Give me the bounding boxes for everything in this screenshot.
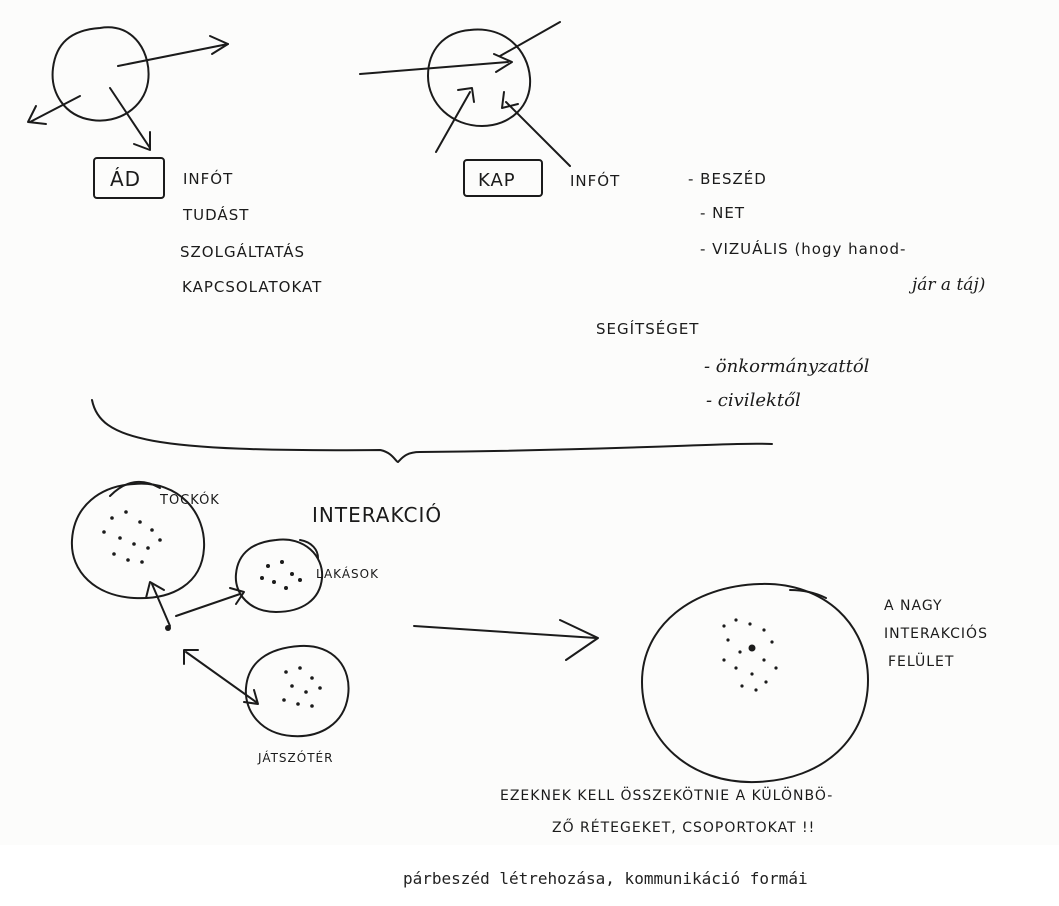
receive-help-source-2: - civilektől [706, 390, 801, 411]
receive-circle-diagram [359, 21, 571, 167]
group-label-3: JÁTSZÓTÉR [257, 750, 333, 765]
give-circle-diagram [27, 26, 229, 151]
group-label-2: LAKÁSOK [316, 566, 379, 581]
surface-label-3: FELÜLET [888, 652, 954, 670]
give-box-label: ÁD [110, 167, 141, 191]
receive-channel-3: - VIZUÁLIS (hogy hanod- [700, 239, 906, 258]
curly-brace [91, 399, 773, 463]
give-item-3: SZOLGÁLTATÁS [180, 242, 305, 261]
receive-box-label: KAP [478, 170, 516, 191]
hand-drawn-sketch: ÁD INFÓT TUDÁST SZOLGÁLTATÁS KAPCSOLATOK… [27, 21, 988, 836]
give-item-1: INFÓT [183, 169, 233, 188]
receive-box [463, 159, 543, 197]
receive-info-label: INFÓT [570, 171, 620, 190]
receive-help-source-1: - önkormányzattól [704, 356, 870, 377]
interaction-title: INTERAKCIÓ [312, 503, 442, 527]
give-box [93, 157, 165, 199]
give-item-4: KAPCSOLATOKAT [182, 278, 322, 296]
note-line-1: EZEKNEK KELL ÖSSZEKÖTNIE A KÜLÖNBÖ- [500, 786, 833, 804]
receive-channel-2: - NET [700, 204, 745, 222]
give-arrow-left [29, 95, 81, 123]
receive-help-label: SEGÍTSÉGET [596, 319, 699, 338]
receive-channel-3-cont: jár a táj) [908, 275, 985, 295]
group-circle-2 [234, 538, 324, 613]
surface-label-1: A NAGY [884, 598, 943, 614]
note-line-2: ZŐ RÉTEGEKET, CSOPORTOKAT !! [552, 818, 815, 836]
sketch-panel: ÁD INFÓT TUDÁST SZOLGÁLTATÁS KAPCSOLATOK… [27, 21, 988, 836]
group-label-1: TOCKÓK [159, 492, 220, 508]
receive-channel-1: - BESZÉD [688, 169, 767, 188]
transition-arrow [413, 619, 599, 661]
group-circle-1 [70, 480, 206, 600]
group-connectors [145, 581, 259, 705]
caption: párbeszéd létrehozása, kommunikáció form… [403, 869, 808, 888]
interaction-surface-circle [641, 582, 869, 784]
give-item-2: TUDÁST [182, 205, 249, 224]
surface-label-2: INTERAKCIÓS [884, 624, 988, 642]
group-circle-3 [244, 644, 350, 738]
give-arrow-down [109, 87, 151, 149]
give-circle [51, 26, 150, 122]
give-arrow-right [117, 43, 229, 67]
receive-circle [427, 28, 532, 127]
